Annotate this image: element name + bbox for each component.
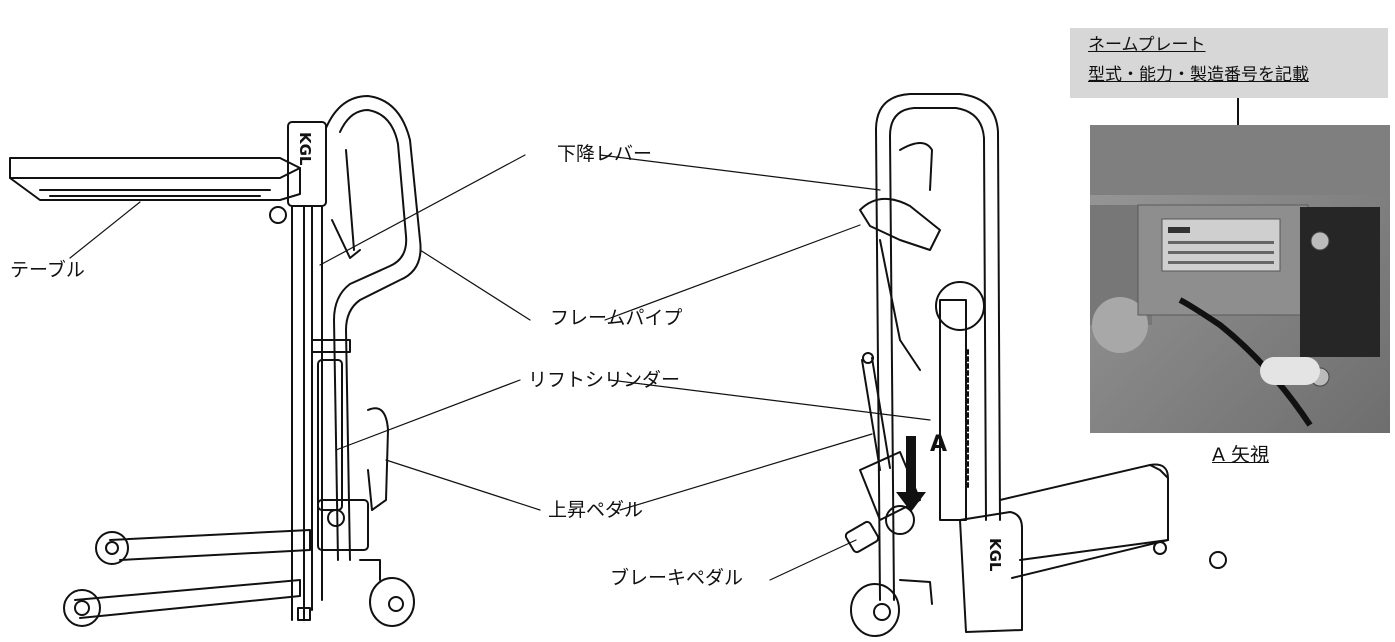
brand-logo-left: KGL [296,132,314,166]
left-stacker-illustration [9,95,422,627]
view-a-caption: A 矢視 [1212,444,1270,466]
label-lift-cylinder: リフトシリンダー [528,369,681,391]
label-brake-pedal: ブレーキペダル [610,567,744,589]
nameplate-description: 型式・能力・製造番号を記載 [1088,65,1309,85]
view-a-arrow [896,436,926,512]
view-a-marker: A [930,432,948,457]
brand-logo-right: KGL [986,538,1004,572]
label-table: テーブル [10,259,85,281]
nameplate-photo [1090,125,1390,433]
label-raise-pedal: 上昇ペダル [548,499,644,521]
label-frame-pipe: フレームパイプ [550,307,683,329]
nameplate-callout: ネームプレート 型式・能力・製造番号を記載 [1070,28,1388,98]
nameplate-title: ネームプレート [1088,35,1206,55]
right-stacker-illustration [844,93,1227,637]
callout-lines [69,97,1245,581]
label-lowering-lever: 下降レバー [557,143,653,165]
